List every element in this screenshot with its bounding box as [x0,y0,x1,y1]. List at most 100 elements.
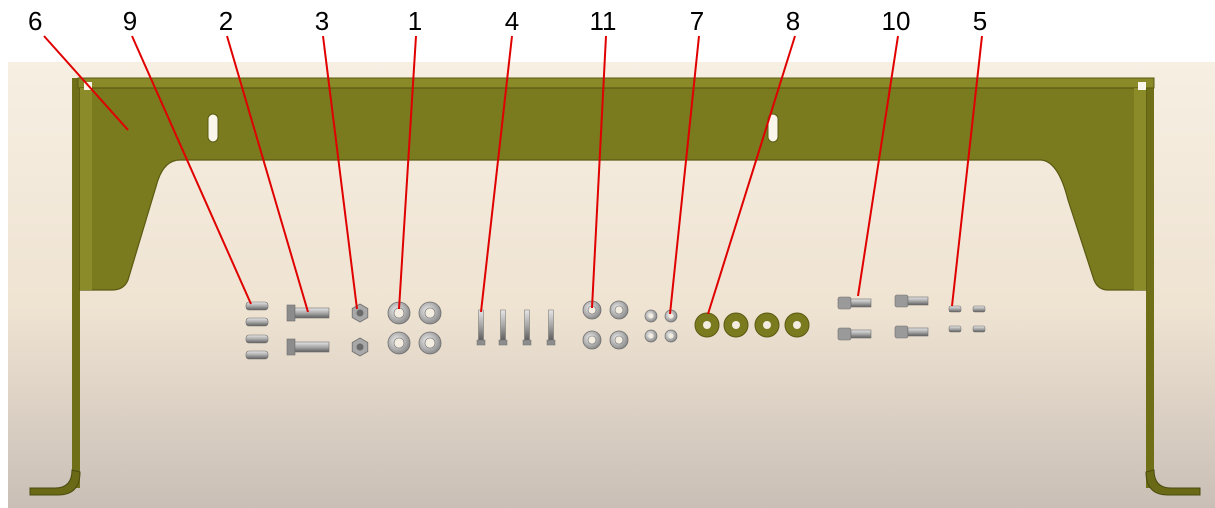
long-screw-2 [498,309,508,346]
medium-washer-hole [614,335,624,345]
medium-washer-4 [609,330,629,350]
bracket-plate [79,87,1147,291]
set-screw-4 [972,325,986,333]
cap-screw-2 [894,294,929,308]
cap-screw-4 [894,325,929,339]
medium-washer-hole [587,335,597,345]
hex-bolt-1 [286,304,330,322]
leader-line-7 [669,35,700,315]
leader-line-3 [322,35,358,310]
large-washer-hole [424,337,436,349]
long-screw-head [522,339,532,346]
medium-washer-2 [609,300,629,320]
hex-nut-hole [356,309,364,317]
small-washer-1 [644,309,658,323]
leader-line-1 [398,35,417,310]
long-screw-4 [546,309,556,346]
long-screw-shank [478,309,484,341]
hex-bolt-shank [294,307,330,319]
pin-3 [245,334,269,344]
olive-washer-1 [694,312,720,338]
hex-nut-1 [351,303,369,323]
leader-line-4 [480,35,513,313]
large-washer-4 [418,331,442,355]
hex-bolt-head [286,304,296,322]
olive-washer-hole [793,321,801,329]
cap-screw-shank [850,298,872,308]
hex-nut-hole [356,343,364,351]
long-screw-head [546,339,556,346]
medium-washer-3 [582,330,602,350]
bracket-left-foot [29,469,81,496]
callout-4: 4 [505,6,519,36]
leader-line-11 [591,35,607,309]
callout-11: 11 [590,6,617,36]
cap-screw-shank [850,329,872,339]
olive-washer-4 [784,312,810,338]
large-washer-1 [387,301,411,325]
pin-4 [245,350,269,360]
olive-washer-hole [732,321,740,329]
callout-1: 1 [408,6,422,36]
small-washer-4 [664,329,678,343]
large-washer-hole [424,307,436,319]
mounting-bracket [29,77,1201,496]
callout-10: 10 [882,6,911,36]
long-screw-3 [522,309,532,346]
cap-screw-head [894,325,909,339]
olive-washer-hole [703,321,711,329]
leader-line-9 [131,35,252,305]
set-screw-2 [972,305,986,313]
leader-line-8 [707,35,796,315]
bracket-slot-right [767,113,779,143]
cap-screw-3 [837,327,872,341]
small-washer-hole [668,313,674,319]
callout-7: 7 [690,6,704,36]
callout-8: 8 [786,6,800,36]
callout-labels: 6 9 2 3 1 4 11 7 8 10 5 [28,6,987,36]
small-washer-hole [648,333,654,339]
bracket-slot-left [207,113,219,143]
bracket-left-leg [72,78,80,488]
long-screw-shank [500,309,506,341]
large-washer-2 [418,301,442,325]
olive-washer-3 [754,312,780,338]
medium-washer-hole [614,305,624,315]
bracket-right-leg [1146,78,1154,488]
callout-2: 2 [219,6,233,36]
leader-line-10 [857,35,899,297]
cap-screw-1 [837,296,872,310]
large-washer-hole [393,337,405,349]
long-screw-shank [548,309,554,341]
cap-screw-shank [907,327,929,337]
hex-bolt-head [286,338,296,356]
hardware-parts [245,294,986,360]
pin-2 [245,317,269,327]
olive-washer-hole [763,321,771,329]
set-screw-1 [948,305,962,313]
cap-screw-head [837,296,852,310]
set-screw-3 [948,325,962,333]
long-screw-head [476,339,486,346]
cap-screw-shank [907,296,929,306]
leader-line-6 [43,35,129,131]
bracket-right-foot [1145,469,1201,496]
hex-bolt-shank [294,341,330,353]
cap-screw-head [894,294,909,308]
pin-1 [245,301,269,311]
leader-line-5 [951,35,983,307]
callout-5: 5 [973,6,987,36]
small-washer-3 [644,329,658,343]
olive-washer-2 [723,312,749,338]
callout-3: 3 [315,6,329,36]
large-washer-hole [393,307,405,319]
callout-6: 6 [28,6,42,36]
long-screw-shank [524,309,530,341]
small-washer-hole [668,333,674,339]
leader-line-2 [226,35,309,313]
small-washer-hole [648,313,654,319]
hex-nut-2 [351,337,369,357]
leader-lines [43,35,983,315]
hex-bolt-2 [286,338,330,356]
